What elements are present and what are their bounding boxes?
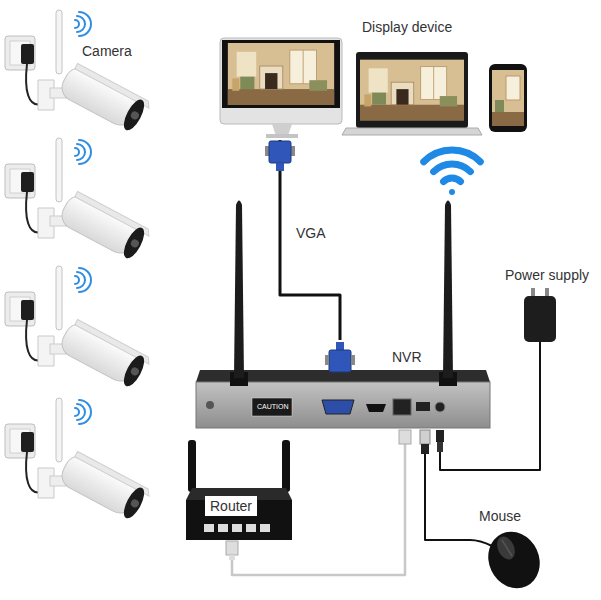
router-device (218, 524, 228, 532)
imac-monitor (220, 38, 342, 138)
camera-illustration (5, 266, 152, 391)
mouse-device (502, 540, 512, 556)
camera-illustration (5, 138, 152, 263)
cable-plugs (399, 430, 411, 444)
mouse-device (479, 523, 549, 597)
nvr-recorder (196, 382, 490, 428)
cable-plugs (229, 555, 235, 560)
cable-plugs (269, 141, 291, 163)
imac-monitor (228, 43, 334, 105)
wifi-symbol (424, 150, 481, 162)
nvr-recorder (366, 404, 386, 412)
cable-plugs (265, 146, 269, 156)
vga-cable (280, 140, 340, 340)
cable-plugs (329, 350, 351, 372)
cable-plugs (421, 444, 429, 454)
node-label: Display device (362, 19, 452, 35)
laptop (342, 128, 482, 135)
mouse-cable (425, 430, 470, 540)
node-label: Camera (82, 43, 132, 59)
router-device (260, 524, 270, 532)
camera-illustration (5, 10, 152, 523)
router-device (282, 440, 290, 492)
camera-group: Camera (80, 40, 140, 62)
wifi-symbol (424, 150, 481, 195)
nvr-recorder (206, 401, 214, 409)
cable-plugs (325, 355, 329, 365)
cable-plugs (420, 430, 430, 444)
phone (492, 112, 524, 126)
laptop (356, 52, 468, 128)
phone (489, 64, 527, 132)
nvr-recorder (252, 398, 292, 416)
power-cable (440, 347, 540, 470)
node-label: Power supply (505, 267, 589, 283)
caution-sticker-text: CAUTION (257, 403, 289, 410)
mouse-device (470, 523, 549, 597)
mouse: Mouse (470, 503, 546, 591)
router-device (246, 524, 256, 532)
nvr-recorder (435, 402, 445, 412)
wifi-symbol (434, 164, 471, 172)
imac-monitor (266, 134, 298, 138)
phone (506, 76, 520, 100)
laptop (342, 52, 482, 135)
wifi-symbol (449, 189, 455, 195)
node-label: Router (205, 496, 257, 516)
power-adapter (524, 296, 556, 342)
phone (495, 100, 504, 112)
node-label: Mouse (474, 506, 526, 526)
power-supply: Power supply (500, 262, 597, 347)
phone (489, 64, 527, 132)
imac-monitor (220, 38, 342, 124)
node-label: NVR (392, 349, 422, 365)
power-adapter (524, 288, 556, 348)
camera-illustration (5, 398, 152, 523)
nvr-recorder (393, 399, 411, 415)
cable-plugs (437, 442, 443, 452)
router-device (186, 440, 292, 540)
nvr-recorder (234, 201, 244, 379)
nvr-recorder (322, 400, 354, 414)
cable-plugs (336, 342, 344, 350)
cables (232, 140, 540, 575)
router-device (232, 524, 242, 532)
nvr-recorder (416, 402, 430, 411)
ethernet-cable (232, 430, 405, 575)
laptop (360, 60, 464, 121)
cable-plugs (291, 146, 295, 156)
mouse-device (470, 540, 492, 546)
router-device (188, 440, 196, 492)
phone (492, 70, 524, 126)
wifi-symbol (444, 178, 461, 182)
cable-label: VGA (296, 225, 326, 241)
nvr-recorder (196, 201, 490, 429)
cable-plugs (436, 430, 444, 442)
cable-plugs (226, 141, 444, 560)
nvr-box: NVR (195, 340, 490, 430)
nvr-recorder (443, 201, 453, 379)
display-device-group: Display device (215, 18, 530, 140)
cable-plugs (226, 541, 238, 555)
imac-monitor (222, 40, 340, 108)
mouse-device (494, 534, 519, 563)
camera-illustration (5, 10, 152, 135)
cable-plugs (276, 163, 284, 171)
cable-plugs (351, 355, 355, 365)
router: Router (183, 438, 295, 560)
router-device (204, 524, 214, 532)
